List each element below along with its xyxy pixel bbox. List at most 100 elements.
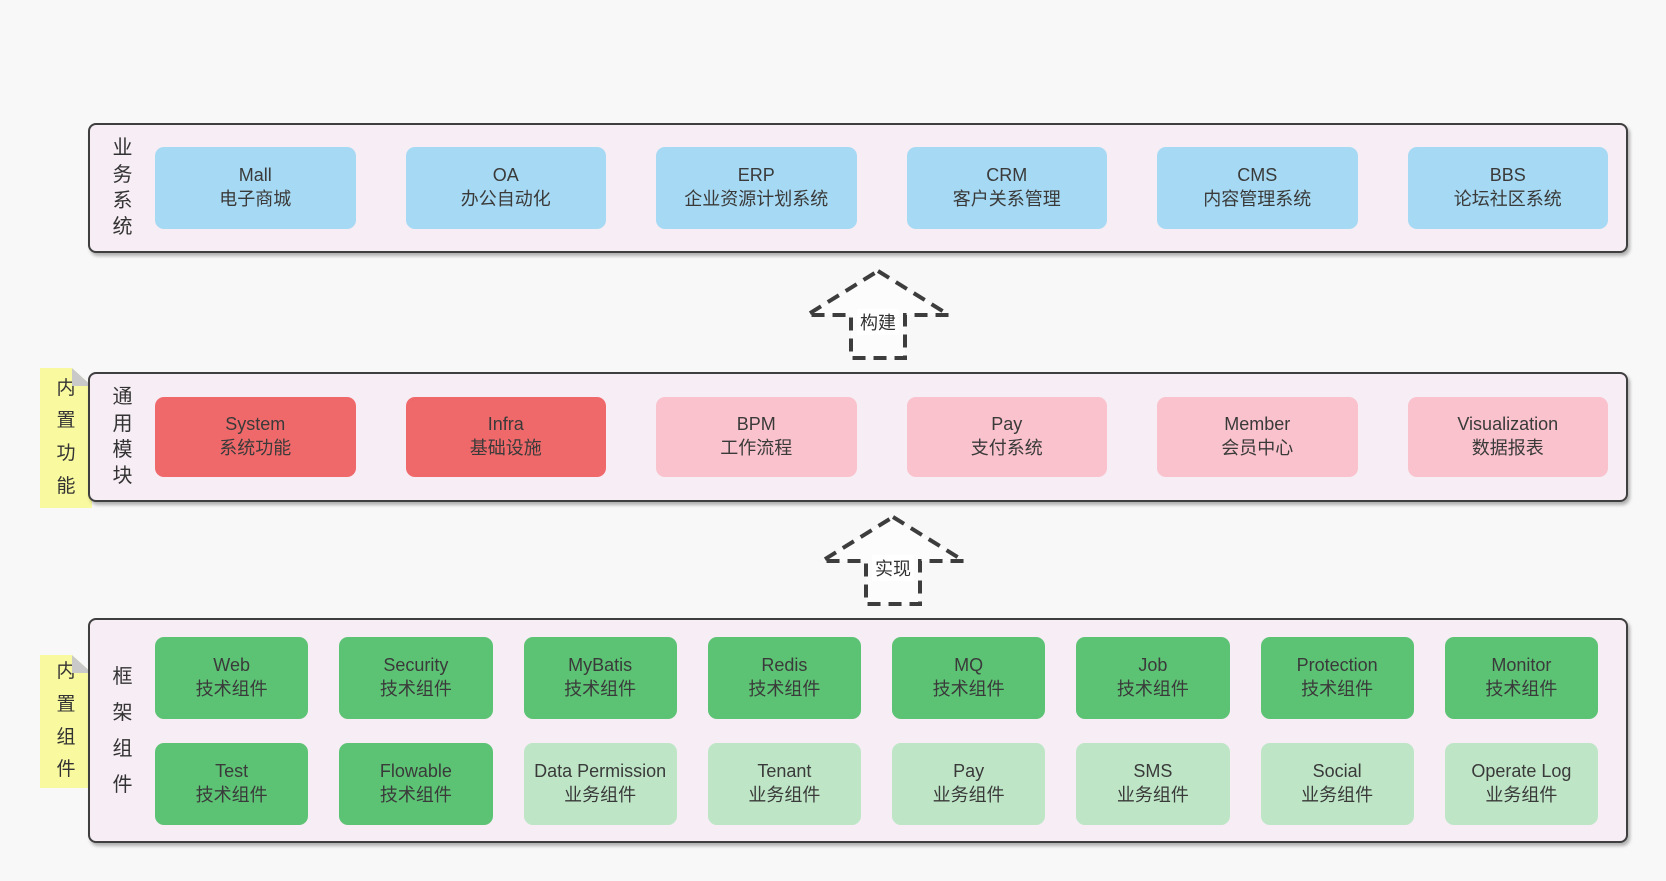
box-name: Pay [953, 760, 985, 781]
box-protection: Protection 技术组件 [1260, 636, 1414, 719]
box-subtitle: 系统功能 [219, 438, 292, 458]
box-name: Visualization [1457, 414, 1559, 435]
box-name: ERP [737, 165, 775, 186]
box-bbs: BBS 论坛社区系统 [1407, 147, 1608, 229]
box-subtitle: 技术组件 [379, 678, 452, 699]
box-subtitle: 技术组件 [1116, 678, 1189, 699]
box-subtitle: 技术组件 [1301, 678, 1374, 699]
box-name: System [225, 414, 286, 435]
panel-business-systems: 业务系统 Mall 电子商城 OA 办公自动化 ERP 企业资源计划系统 CRM… [88, 123, 1628, 253]
box-bpm: BPM 工作流程 [656, 397, 857, 477]
box-subtitle: 电子商城 [219, 189, 292, 209]
tech-components-row: Web 技术组件 Security 技术组件 MyBatis 技术组件 Redi… [155, 636, 1598, 719]
box-flowable: Flowable 技术组件 [339, 742, 493, 825]
box-subtitle: 客户关系管理 [952, 189, 1061, 209]
box-erp: ERP 企业资源计划系统 [656, 147, 857, 229]
biz-components-row: Test 技术组件 Flowable 技术组件 Data Permission … [155, 742, 1598, 825]
box-member: Member 会员中心 [1157, 397, 1358, 477]
box-job: Job 技术组件 [1076, 636, 1230, 719]
box-subtitle: 技术组件 [195, 678, 268, 699]
panel-framework-components: 框架组件 Web 技术组件 Security 技术组件 MyBatis 技术组件… [88, 618, 1628, 843]
box-subtitle: 基础设施 [469, 438, 542, 458]
box-mall: Mall 电子商城 [155, 147, 356, 229]
box-subtitle: 业务组件 [1485, 784, 1558, 805]
sticky-note-label: 内置功能 [56, 377, 76, 497]
box-subtitle: 工作流程 [720, 438, 793, 458]
box-name: Data Permission [534, 760, 667, 781]
box-system: System 系统功能 [155, 397, 356, 477]
box-name: Infra [487, 414, 524, 435]
box-sms: SMS 业务组件 [1076, 742, 1230, 825]
box-subtitle: 技术组件 [564, 678, 637, 699]
box-name: BBS [1489, 165, 1526, 186]
box-subtitle: 论坛社区系统 [1453, 189, 1562, 209]
business-systems-row: Mall 电子商城 OA 办公自动化 ERP 企业资源计划系统 CRM 客户关系… [155, 147, 1626, 229]
box-name: Tenant [757, 760, 812, 781]
box-name: Security [383, 654, 449, 675]
box-subtitle: 支付系统 [970, 438, 1043, 458]
box-name: Mall [238, 165, 272, 186]
panel-side-label: 框架组件 [112, 665, 133, 796]
framework-components-rows: Web 技术组件 Security 技术组件 MyBatis 技术组件 Redi… [155, 636, 1626, 825]
box-name: BPM [736, 414, 776, 435]
box-name: Pay [991, 414, 1023, 435]
box-name: CRM [986, 165, 1028, 186]
box-infra: Infra 基础设施 [405, 397, 606, 477]
build-arrow: 构建 [803, 268, 953, 360]
sticky-note-built-in-functions: 内置功能 [40, 368, 92, 508]
box-redis: Redis 技术组件 [707, 636, 861, 719]
box-subtitle: 技术组件 [195, 784, 268, 805]
box-name: OA [492, 165, 519, 186]
box-name: Protection [1296, 654, 1378, 675]
box-name: Web [213, 654, 250, 675]
box-operate-log: Operate Log 业务组件 [1444, 742, 1598, 825]
box-cms: CMS 内容管理系统 [1157, 147, 1358, 229]
panel-side-label: 业务系统 [112, 137, 133, 239]
box-subtitle: 内容管理系统 [1203, 189, 1312, 209]
panel-common-modules: 通用模块 System 系统功能 Infra 基础设施 BPM 工作流程 Pay… [88, 372, 1628, 502]
box-name: MyBatis [568, 654, 633, 675]
box-subtitle: 业务组件 [564, 784, 637, 805]
box-name: MQ [954, 654, 984, 675]
box-test: Test 技术组件 [155, 742, 309, 825]
box-subtitle: 办公自动化 [460, 189, 551, 209]
box-name: Redis [761, 654, 808, 675]
sticky-note-built-in-components: 内置组件 [40, 655, 92, 788]
box-name: Social [1312, 760, 1362, 781]
box-visualization: Visualization 数据报表 [1407, 397, 1608, 477]
arrow-label: 构建 [857, 309, 899, 335]
common-modules-row: System 系统功能 Infra 基础设施 BPM 工作流程 Pay 支付系统… [155, 397, 1626, 477]
box-subtitle: 业务组件 [1301, 784, 1374, 805]
box-subtitle: 业务组件 [932, 784, 1005, 805]
box-subtitle: 数据报表 [1471, 438, 1544, 458]
box-tenant: Tenant 业务组件 [707, 742, 861, 825]
panel-side-label: 通用模块 [112, 386, 133, 488]
box-mq: MQ 技术组件 [892, 636, 1046, 719]
box-monitor: Monitor 技术组件 [1444, 636, 1598, 719]
box-mybatis: MyBatis 技术组件 [523, 636, 677, 719]
box-crm: CRM 客户关系管理 [906, 147, 1107, 229]
box-name: Flowable [379, 760, 452, 781]
box-name: Operate Log [1471, 760, 1572, 781]
box-subtitle: 技术组件 [379, 784, 452, 805]
box-subtitle: 技术组件 [1485, 678, 1558, 699]
box-subtitle: 会员中心 [1221, 438, 1294, 458]
box-data-permission: Data Permission 业务组件 [523, 742, 677, 825]
box-name: Member [1224, 414, 1291, 435]
box-security: Security 技术组件 [339, 636, 493, 719]
box-subtitle: 业务组件 [748, 784, 821, 805]
implement-arrow: 实现 [818, 514, 968, 606]
sticky-note-label: 内置组件 [56, 661, 76, 781]
box-social: Social 业务组件 [1260, 742, 1414, 825]
box-subtitle: 企业资源计划系统 [684, 189, 829, 209]
box-pay-module: Pay 支付系统 [906, 397, 1107, 477]
box-subtitle: 技术组件 [748, 678, 821, 699]
box-web: Web 技术组件 [155, 636, 309, 719]
box-pay-component: Pay 业务组件 [892, 742, 1046, 825]
box-name: Job [1138, 654, 1168, 675]
box-subtitle: 技术组件 [932, 678, 1005, 699]
box-oa: OA 办公自动化 [405, 147, 606, 229]
box-name: Test [215, 760, 249, 781]
box-subtitle: 业务组件 [1116, 784, 1189, 805]
arrow-label: 实现 [872, 555, 914, 581]
